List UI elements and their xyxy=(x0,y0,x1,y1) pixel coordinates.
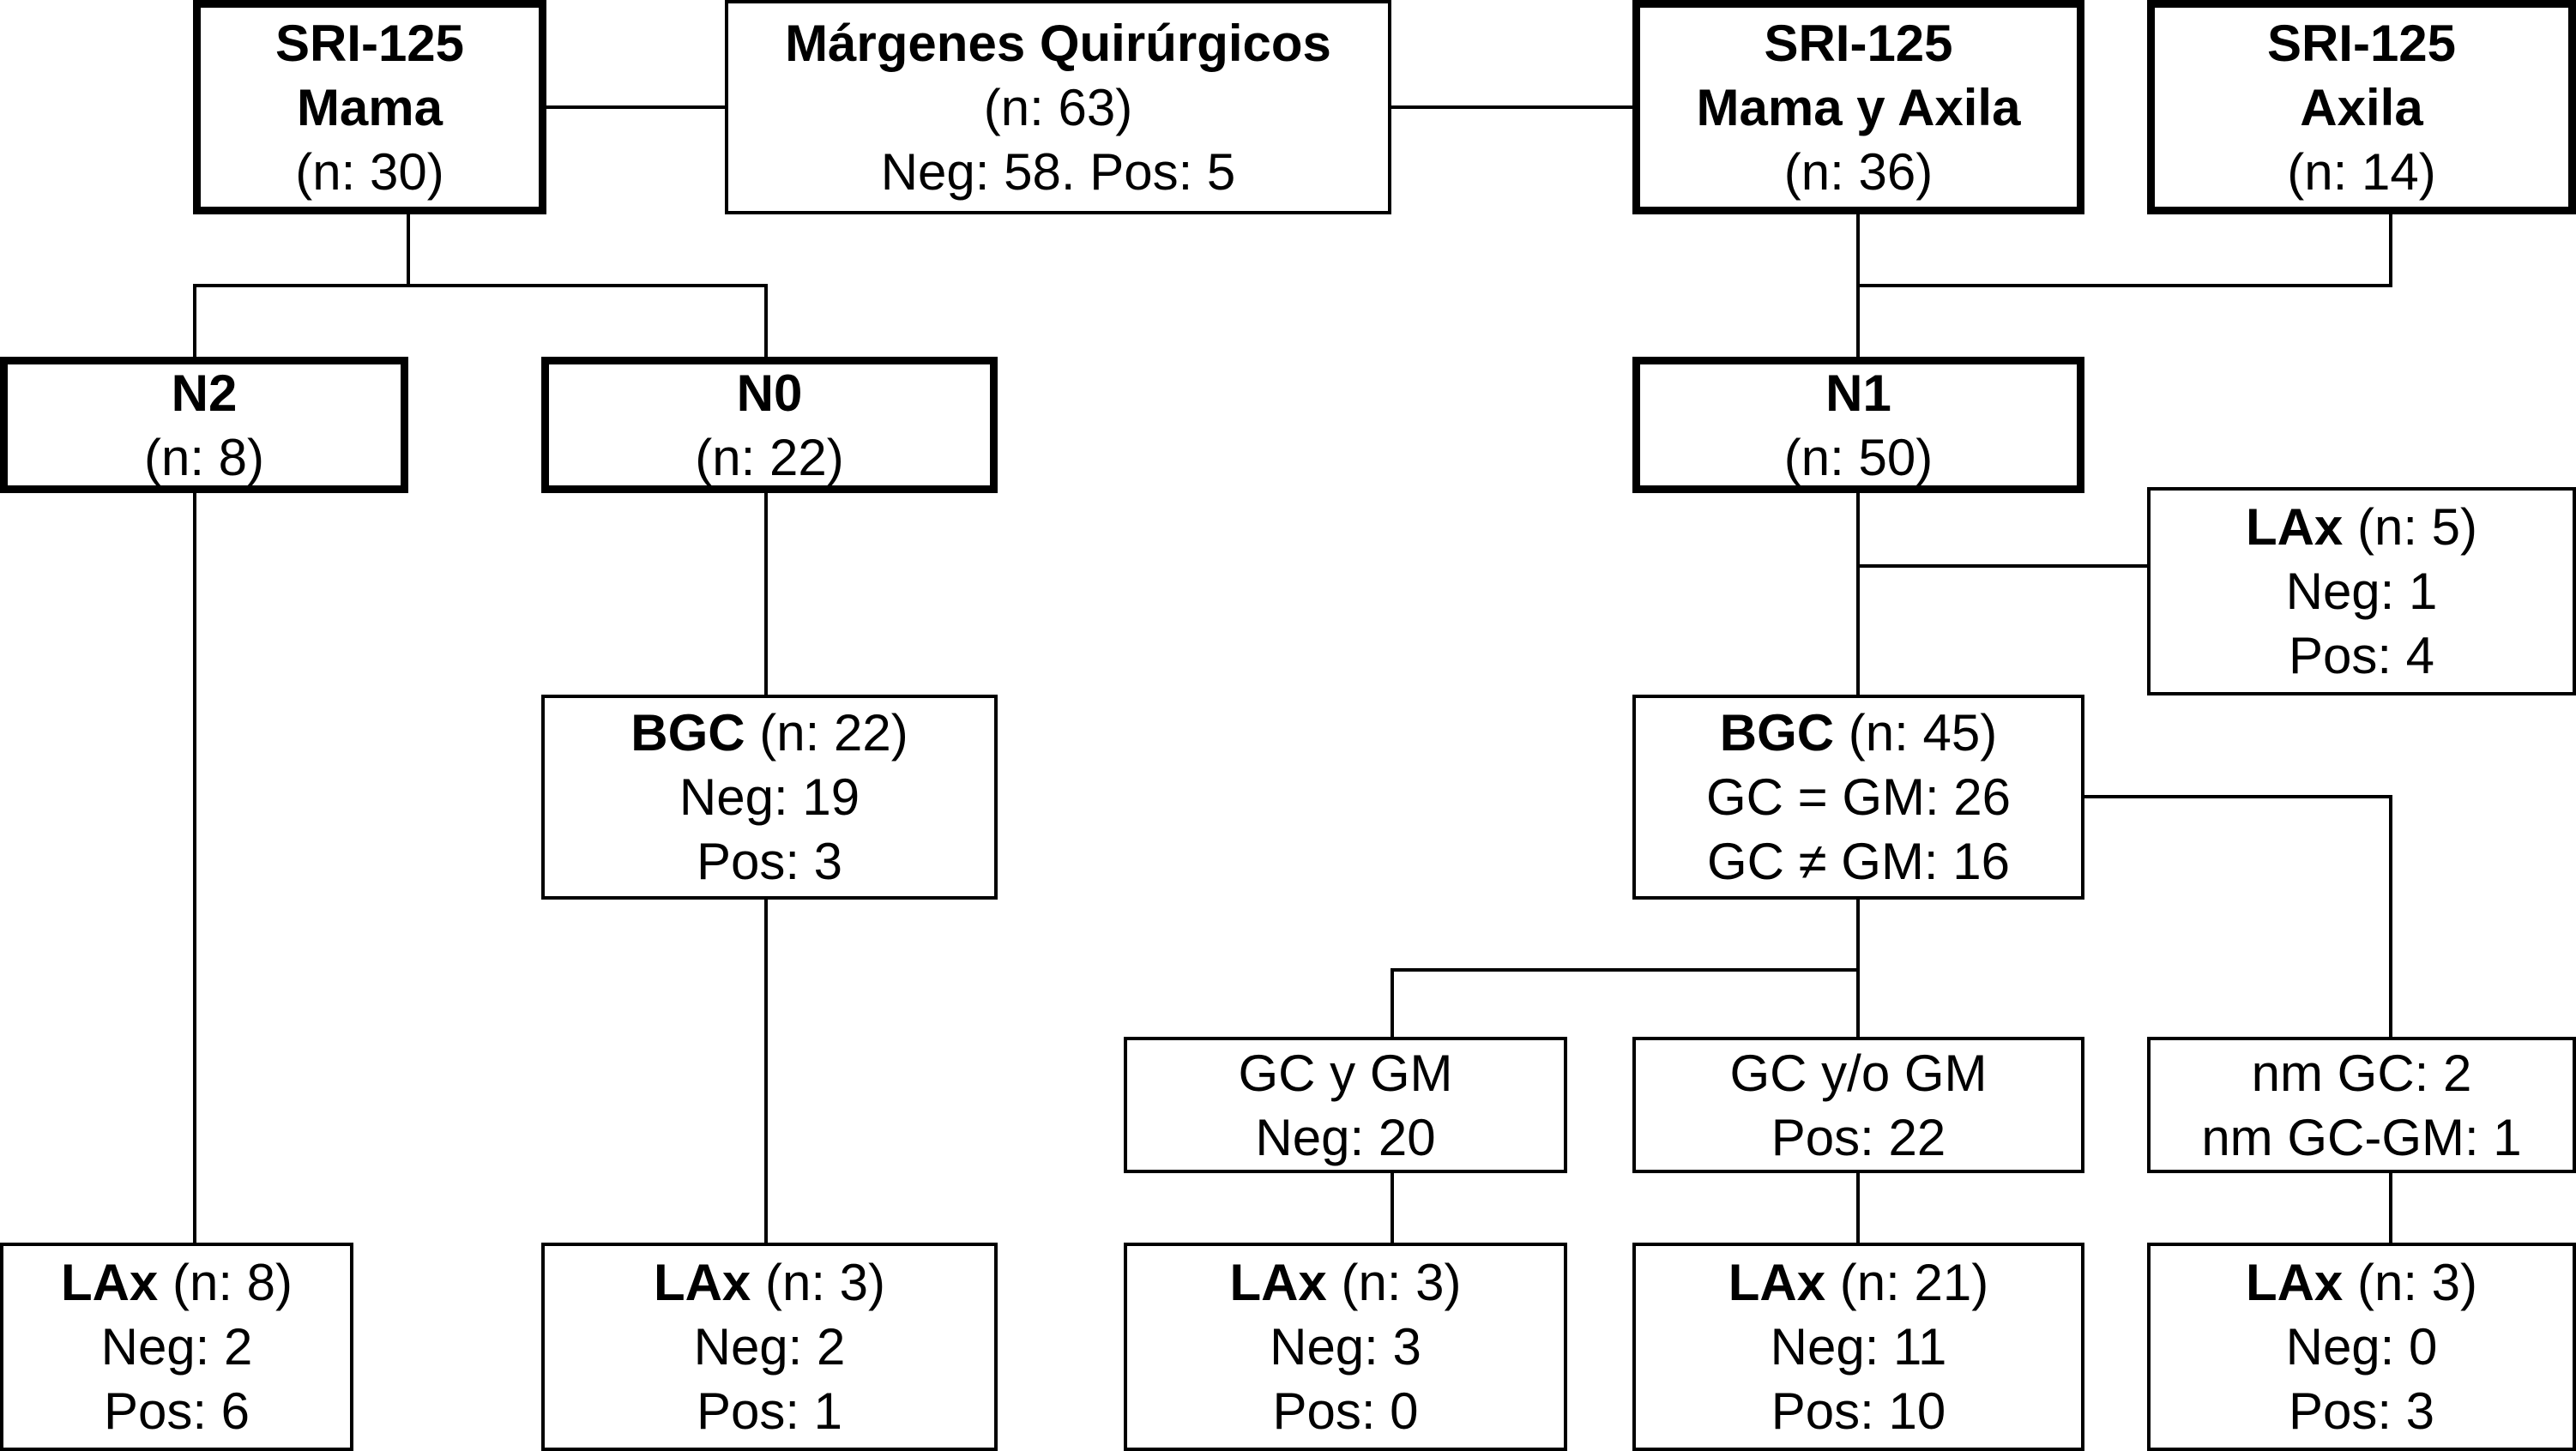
node-title: N2 xyxy=(171,364,238,422)
node-count: (n: 45) xyxy=(1834,704,1998,762)
node-label: BGC xyxy=(630,704,745,762)
node-sri125-mama-axila: SRI-125 Mama y Axila (n: 36) xyxy=(1632,0,2084,214)
node-pos: Pos: 1 xyxy=(696,1382,843,1440)
node-count: (n: 8) xyxy=(158,1254,293,1311)
node-gc-y-gm: GC y GM Neg: 20 xyxy=(1124,1037,1567,1173)
node-pos: Pos: 4 xyxy=(2288,627,2435,684)
node-subtitle: Mama y Axila xyxy=(1696,78,2021,136)
node-title: GC y/o GM xyxy=(1729,1044,1988,1102)
node-header: LAx (n: 5) xyxy=(2246,495,2477,559)
node-neg: Neg: 19 xyxy=(679,768,860,826)
node-pos: Pos: 3 xyxy=(696,833,843,890)
node-header: BGC (n: 45) xyxy=(1720,701,1997,765)
node-label: LAx xyxy=(653,1254,751,1311)
node-header: BGC (n: 22) xyxy=(630,701,908,765)
node-label: BGC xyxy=(1719,704,1835,762)
node-count: (n: 3) xyxy=(1326,1254,1462,1311)
node-neg: Neg: 1 xyxy=(2285,563,2438,620)
node-neg: Neg: 0 xyxy=(2285,1318,2438,1376)
node-header: LAx (n: 8) xyxy=(61,1250,293,1315)
node-label: LAx xyxy=(1229,1254,1327,1311)
node-pos: Pos: 3 xyxy=(2288,1382,2435,1440)
node-count: (n: 22) xyxy=(745,704,908,762)
node-header: LAx (n: 3) xyxy=(1229,1250,1461,1315)
node-count: (n: 22) xyxy=(695,428,844,486)
node-lax-nm: LAx (n: 3) Neg: 0 Pos: 3 xyxy=(2147,1243,2576,1451)
node-value: Neg: 20 xyxy=(1255,1108,1436,1166)
node-n0: N0 (n: 22) xyxy=(541,357,998,493)
node-count: (n: 36) xyxy=(1783,142,1934,201)
node-eq: GC = GM: 26 xyxy=(1705,768,2012,826)
node-pos: Pos: 0 xyxy=(1272,1382,1419,1440)
node-title: SRI-125 xyxy=(2266,14,2457,72)
node-lax-gc-y-gm: LAx (n: 3) Neg: 3 Pos: 0 xyxy=(1124,1243,1567,1451)
node-count: (n: 63) xyxy=(983,78,1133,136)
node-count: (n: 5) xyxy=(2343,498,2478,556)
node-title: SRI-125 xyxy=(1764,14,1953,72)
node-sri125-mama: SRI-125 Mama (n: 30) xyxy=(193,0,546,214)
node-line1: nm GC: 2 xyxy=(2251,1044,2472,1102)
node-neq: GC ≠ GM: 16 xyxy=(1707,833,2010,890)
node-count: (n: 8) xyxy=(143,428,265,486)
node-neg: Neg: 11 xyxy=(1770,1318,1947,1376)
node-title: GC y GM xyxy=(1238,1044,1453,1102)
node-count: (n: 14) xyxy=(2287,142,2436,201)
node-margenes-quirurgicos: Márgenes Quirúrgicos (n: 63) Neg: 58. Po… xyxy=(725,0,1391,214)
node-neg: Neg: 2 xyxy=(100,1318,253,1376)
node-value: Pos: 22 xyxy=(1771,1108,1946,1166)
node-gc-yo-gm: GC y/o GM Pos: 22 xyxy=(1632,1037,2084,1173)
node-sri125-axila: SRI-125 Axila (n: 14) xyxy=(2147,0,2576,214)
node-header: LAx (n: 21) xyxy=(1728,1250,1988,1315)
node-title: Márgenes Quirúrgicos xyxy=(785,14,1331,72)
node-label: LAx xyxy=(2245,498,2344,556)
node-line2: nm GC-GM: 1 xyxy=(2201,1108,2522,1166)
node-neg: Neg: 2 xyxy=(693,1318,846,1376)
node-count: (n: 50) xyxy=(1783,428,1934,486)
node-n2: N2 (n: 8) xyxy=(0,357,408,493)
node-lax-n0: LAx (n: 3) Neg: 2 Pos: 1 xyxy=(541,1243,998,1451)
node-subtitle: Axila xyxy=(2300,78,2423,136)
node-bgc-n0: BGC (n: 22) Neg: 19 Pos: 3 xyxy=(541,695,998,900)
node-count: (n: 30) xyxy=(295,142,444,201)
node-header: LAx (n: 3) xyxy=(2246,1250,2477,1315)
node-neg: Neg: 3 xyxy=(1270,1318,1421,1376)
node-pos: Pos: 6 xyxy=(103,1382,250,1440)
node-lax-n1-direct: LAx (n: 5) Neg: 1 Pos: 4 xyxy=(2147,487,2576,695)
node-label: LAx xyxy=(60,1254,159,1311)
node-title: N0 xyxy=(736,364,803,422)
node-title: SRI-125 xyxy=(274,14,465,72)
node-label: LAx xyxy=(2245,1254,2344,1311)
node-title: N1 xyxy=(1825,364,1891,422)
node-count: (n: 21) xyxy=(1825,1254,1989,1311)
node-label: LAx xyxy=(1728,1254,1826,1311)
node-result: Neg: 58. Pos: 5 xyxy=(880,142,1236,201)
node-count: (n: 3) xyxy=(2343,1254,2478,1311)
node-subtitle: Mama xyxy=(296,78,443,136)
node-pos: Pos: 10 xyxy=(1771,1382,1946,1440)
node-nm: nm GC: 2 nm GC-GM: 1 xyxy=(2147,1037,2576,1173)
node-count: (n: 3) xyxy=(751,1254,886,1311)
node-header: LAx (n: 3) xyxy=(654,1250,885,1315)
node-lax-gc-yo-gm: LAx (n: 21) Neg: 11 Pos: 10 xyxy=(1632,1243,2084,1451)
node-lax-n2: LAx (n: 8) Neg: 2 Pos: 6 xyxy=(0,1243,353,1451)
node-bgc-n1: BGC (n: 45) GC = GM: 26 GC ≠ GM: 16 xyxy=(1632,695,2084,900)
node-n1: N1 (n: 50) xyxy=(1632,357,2084,493)
